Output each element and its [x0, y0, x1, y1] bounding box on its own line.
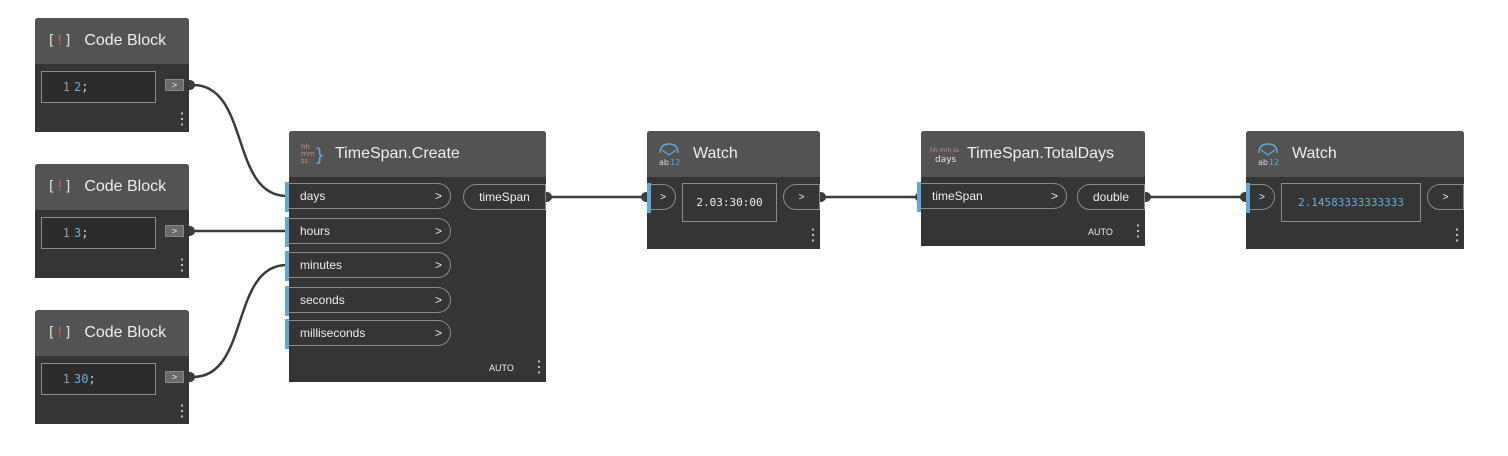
chevron-right-icon: >	[1050, 189, 1058, 203]
timespan-icon: hh mm ss days	[929, 141, 959, 167]
input-port-minutes[interactable]: minutes >	[285, 251, 451, 281]
watch-value-box: 2.14583333333333	[1281, 183, 1421, 222]
port-label: days	[300, 189, 326, 203]
code-value: 30	[74, 372, 89, 386]
watch-node-1[interactable]: ab 12 Watch > 2.03:30:00 > ⋮	[641, 131, 826, 249]
output-port-double[interactable]: double	[1077, 184, 1145, 210]
watch-value-box: 2.03:30:00	[682, 183, 777, 222]
port-label: seconds	[300, 293, 345, 307]
svg-text:12: 12	[1269, 158, 1279, 167]
code-block-icon: [!]	[47, 325, 73, 341]
node-title: Code Block	[84, 178, 167, 195]
node-menu-icon[interactable]: ⋮	[174, 403, 190, 420]
output-port-connector[interactable]	[546, 192, 552, 202]
line-number: 1	[62, 226, 70, 240]
output-port-button[interactable]: >	[783, 184, 820, 210]
svg-text:ss: ss	[301, 157, 309, 165]
code-value: 3	[74, 226, 82, 240]
watch-icon: ab 12	[1256, 141, 1280, 167]
node-menu-icon[interactable]: ⋮	[531, 359, 547, 376]
input-port-days[interactable]: days >	[285, 182, 451, 212]
input-port-seconds[interactable]: seconds >	[285, 286, 451, 316]
code-block-node-2[interactable]: [!] Code Block 1 3; > ⋮	[35, 164, 195, 278]
wire-code30-minutes	[192, 263, 288, 379]
code-block-header[interactable]: [!] Code Block	[35, 164, 189, 210]
svg-text:ab: ab	[1258, 158, 1268, 167]
node-menu-icon[interactable]: ⋮	[1130, 223, 1146, 240]
port-label: milliseconds	[300, 326, 366, 340]
output-port-connector[interactable]	[820, 192, 826, 202]
code-editor[interactable]: 1 2;	[41, 71, 156, 103]
timespan-create-header[interactable]: hh mm ss } TimeSpan.Create	[289, 131, 546, 177]
input-port-button[interactable]: >	[647, 183, 676, 213]
timespan-icon: hh mm ss }	[299, 141, 325, 167]
line-number: 1	[62, 80, 70, 94]
input-port-connector[interactable]	[641, 192, 647, 202]
node-menu-icon[interactable]: ⋮	[1449, 227, 1465, 244]
chevron-right-icon: >	[434, 189, 442, 203]
input-port-timespan[interactable]: timeSpan >	[917, 182, 1067, 212]
svg-text:hh mm ss: hh mm ss	[930, 147, 959, 154]
chevron-right-icon: >	[434, 224, 442, 238]
code-value: 2	[74, 80, 82, 94]
chevron-right-icon: >	[434, 326, 442, 340]
timespan-create-node[interactable]: hh mm ss } TimeSpan.Create days > hours …	[285, 131, 552, 382]
node-title: Code Block	[84, 32, 167, 49]
lacing-label: AUTO	[1088, 227, 1113, 237]
wire-code2-days	[192, 83, 288, 198]
port-label: hours	[300, 224, 331, 238]
code-editor[interactable]: 1 30;	[41, 363, 156, 395]
code-terminator: ;	[81, 226, 89, 240]
svg-text:days: days	[935, 155, 957, 165]
code-block-icon: [!]	[47, 33, 73, 49]
timespan-totaldays-node[interactable]: hh mm ss days TimeSpan.TotalDays timeSpa…	[915, 131, 1151, 246]
node-menu-icon[interactable]: ⋮	[805, 227, 821, 244]
line-number: 1	[62, 372, 70, 386]
code-block-icon: [!]	[47, 179, 73, 195]
watch-header[interactable]: ab 12 Watch	[647, 131, 820, 177]
node-title: Code Block	[84, 324, 167, 341]
node-title: Watch	[693, 145, 738, 162]
output-port-button[interactable]: >	[165, 79, 184, 91]
code-terminator: ;	[81, 80, 89, 94]
node-menu-icon[interactable]: ⋮	[174, 257, 190, 274]
code-block-node-1[interactable]: [!] Code Block 1 2; > ⋮	[35, 18, 195, 132]
port-label: timeSpan	[932, 189, 983, 203]
output-port-connector[interactable]	[1145, 192, 1151, 202]
node-title: TimeSpan.TotalDays	[967, 145, 1115, 162]
output-port-connector[interactable]	[189, 226, 195, 236]
code-editor[interactable]: 1 3;	[41, 217, 156, 249]
watch-icon: ab 12	[657, 141, 681, 167]
output-port-connector[interactable]	[189, 372, 195, 382]
watch-node-2[interactable]: ab 12 Watch > 2.14583333333333 > ⋮	[1240, 131, 1465, 249]
code-block-node-3[interactable]: [!] Code Block 1 30; > ⋮	[35, 310, 195, 424]
output-port-connector[interactable]	[189, 80, 195, 90]
code-block-header[interactable]: [!] Code Block	[35, 310, 189, 356]
timespan-totaldays-header[interactable]: hh mm ss days TimeSpan.TotalDays	[921, 131, 1145, 177]
input-port-milliseconds[interactable]: milliseconds >	[285, 319, 451, 349]
svg-text:mm: mm	[301, 150, 315, 158]
lacing-label: AUTO	[489, 363, 514, 373]
input-port-hours[interactable]: hours >	[285, 217, 451, 247]
output-port-button[interactable]: >	[165, 225, 184, 237]
code-block-header[interactable]: [!] Code Block	[35, 18, 189, 64]
input-port-button[interactable]: >	[1246, 183, 1275, 213]
code-terminator: ;	[88, 372, 96, 386]
svg-text:ab: ab	[659, 158, 669, 167]
node-menu-icon[interactable]: ⋮	[174, 111, 190, 128]
node-title: Watch	[1292, 145, 1337, 162]
output-port-button[interactable]: >	[1427, 184, 1464, 210]
output-port-timespan[interactable]: timeSpan	[463, 184, 546, 210]
chevron-right-icon: >	[434, 258, 442, 272]
node-title: TimeSpan.Create	[335, 145, 460, 162]
svg-text:12: 12	[670, 158, 680, 167]
svg-text:}: }	[314, 145, 325, 166]
input-port-connector[interactable]	[1240, 192, 1246, 202]
output-port-button[interactable]: >	[165, 371, 184, 383]
watch-header[interactable]: ab 12 Watch	[1246, 131, 1464, 177]
svg-text:hh: hh	[301, 143, 310, 151]
port-label: minutes	[300, 258, 343, 272]
chevron-right-icon: >	[434, 293, 442, 307]
